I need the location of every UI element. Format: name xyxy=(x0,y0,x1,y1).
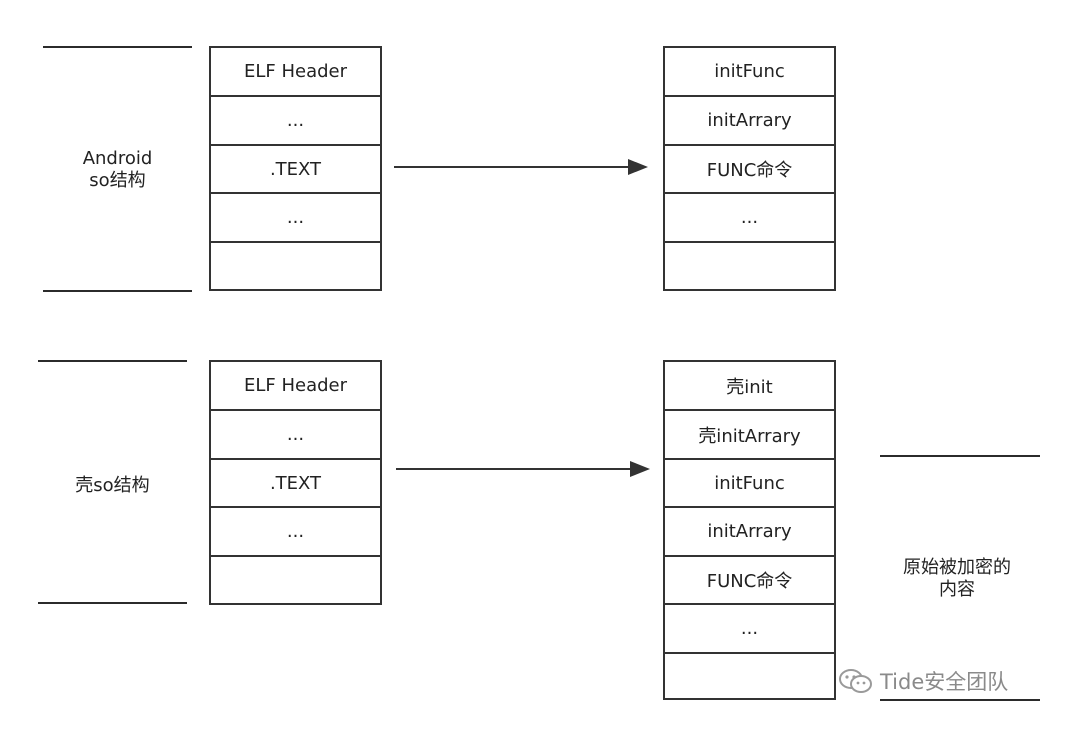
stack-cell: ... xyxy=(209,192,382,243)
stack-cell: ... xyxy=(209,95,382,146)
stack-cell: 壳init xyxy=(663,360,836,411)
bottom-bracket-line-upper xyxy=(38,360,187,362)
wechat-icon xyxy=(839,669,872,693)
top-label-line1: Android xyxy=(82,148,153,169)
top-bracket-line-lower xyxy=(43,290,192,292)
stack-cell: ... xyxy=(209,506,382,557)
stack-cell: initArrary xyxy=(663,95,836,146)
stack-cell: 壳initArrary xyxy=(663,409,836,460)
top-structure-label: Android so结构 xyxy=(60,148,175,192)
stack-cell: initArrary xyxy=(663,506,836,557)
stack-cell: ELF Header xyxy=(209,46,382,97)
encrypted-bracket-line-lower xyxy=(880,699,1040,701)
top-arrow xyxy=(394,159,648,175)
stack-cell: .TEXT xyxy=(209,458,382,508)
stack-cell: ... xyxy=(209,409,382,460)
stack-cell: FUNC命令 xyxy=(663,555,836,605)
stack-cell: initFunc xyxy=(663,46,836,97)
stack-cell: ... xyxy=(663,192,836,243)
stack-cell: FUNC命令 xyxy=(663,144,836,194)
stack-cell xyxy=(209,241,382,291)
stack-cell: ELF Header xyxy=(209,360,382,411)
stack-cell: .TEXT xyxy=(209,144,382,194)
stack-cell xyxy=(209,555,382,605)
bottom-structure-label: 壳so结构 xyxy=(75,475,150,496)
encrypted-note-line2: 内容 xyxy=(939,579,975,600)
watermark: Tide安全团队 xyxy=(838,666,1008,696)
bottom-arrow xyxy=(396,461,650,477)
top-label-line2: so结构 xyxy=(89,170,146,191)
stack-cell xyxy=(663,652,836,700)
bottom-left-stack: ELF Header ... .TEXT ... xyxy=(209,360,382,605)
stack-cell: ... xyxy=(663,603,836,654)
top-right-stack: initFunc initArrary FUNC命令 ... xyxy=(663,46,836,291)
stack-cell: initFunc xyxy=(663,458,836,508)
bottom-bracket-line-lower xyxy=(38,602,187,604)
top-left-stack: ELF Header ... .TEXT ... xyxy=(209,46,382,291)
watermark-text: Tide安全团队 xyxy=(880,670,1009,694)
encrypted-content-note: 原始被加密的 内容 xyxy=(882,557,1032,601)
stack-cell xyxy=(663,241,836,291)
bottom-right-stack: 壳init 壳initArrary initFunc initArrary FU… xyxy=(663,360,836,700)
encrypted-bracket-line-upper xyxy=(880,455,1040,457)
top-bracket-line-upper xyxy=(43,46,192,48)
encrypted-note-line1: 原始被加密的 xyxy=(903,557,1011,578)
